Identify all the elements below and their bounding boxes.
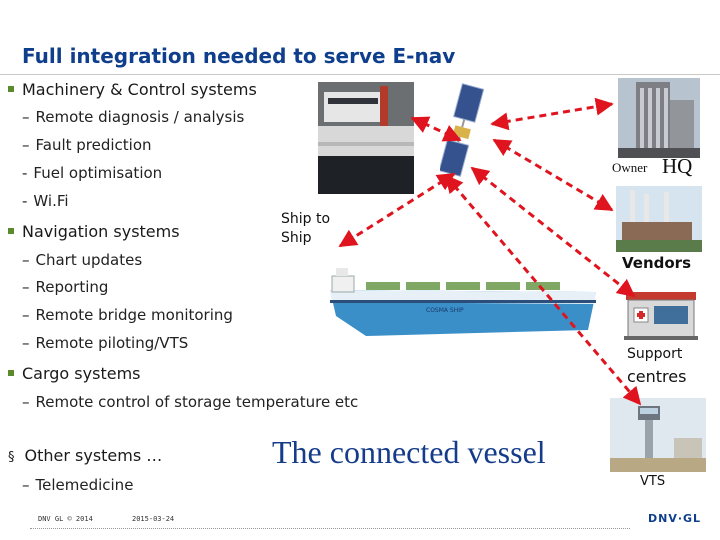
dash: -	[22, 192, 28, 210]
bullet-cargo: Cargo systems	[8, 364, 140, 383]
dash: –	[22, 476, 30, 494]
sub-item-label: Remote bridge monitoring	[35, 306, 233, 324]
owner-hq-drawing	[618, 78, 700, 158]
title-divider	[0, 74, 720, 75]
sub-item: –Remote bridge monitoring	[22, 306, 233, 324]
hq-label: HQ	[662, 154, 693, 178]
sub-item-label: Fuel optimisation	[33, 164, 163, 182]
sub-item-label: Chart updates	[35, 251, 143, 269]
sub-item: –Chart updates	[22, 251, 142, 269]
footer-date: 2015-03-24	[132, 515, 175, 523]
sub-item: –Fault prediction	[22, 136, 152, 154]
vts-tower-drawing	[610, 398, 706, 472]
bullet-navigation-label: Navigation systems	[22, 222, 180, 241]
satellite-drawing	[440, 83, 485, 177]
bullet-other-label: Other systems …	[24, 446, 163, 465]
page-title: Full integration needed to serve E-nav	[22, 44, 456, 68]
sub-item-label: Reporting	[35, 278, 109, 296]
dash: –	[22, 306, 30, 324]
bullet-marker	[8, 370, 14, 376]
bullet-navigation: Navigation systems	[8, 222, 180, 241]
arrow-satellite-ship	[338, 172, 456, 248]
sub-item-label: Remote diagnosis / analysis	[35, 108, 245, 126]
satellite-icon	[440, 82, 490, 182]
ship-to-ship-label: Ship to Ship	[281, 211, 331, 246]
dash: –	[22, 251, 30, 269]
sub-item: -Fuel optimisation	[22, 164, 162, 182]
dnv-gl-logo: DNV·GL	[648, 512, 702, 525]
sub-item: –Remote control of storage temperature e…	[22, 393, 362, 411]
bullet-other: § Other systems …	[8, 446, 162, 465]
sub-item-label: Wi.Fi	[33, 192, 69, 210]
footer-copyright: DNV GL © 2014	[38, 515, 93, 523]
arrow-satellite-support	[470, 166, 636, 298]
sub-item: -Wi.Fi	[22, 192, 69, 210]
sub-item-label: Remote piloting/VTS	[35, 334, 189, 352]
bullet-cargo-label: Cargo systems	[22, 364, 141, 383]
footer-divider	[30, 528, 630, 529]
connected-vessel-caption: The connected vessel	[272, 434, 546, 470]
sub-item-label: Telemedicine	[35, 476, 134, 494]
sub-item: –Telemedicine	[22, 476, 133, 494]
bullet-machinery: Machinery & Control systems	[8, 80, 257, 99]
dash: –	[22, 136, 30, 154]
arrow-satellite-owner	[490, 97, 614, 131]
dash: –	[22, 108, 30, 126]
vts-tower	[610, 398, 706, 472]
dash: –	[22, 334, 30, 352]
centres-label: centres	[627, 367, 687, 386]
vts-label: VTS	[640, 474, 666, 489]
bullet-marker: §	[8, 450, 15, 465]
sub-item-label: Fault prediction	[35, 136, 152, 154]
sub-item: –Remote piloting/VTS	[22, 334, 188, 352]
arrow-ship-satellite	[410, 116, 462, 142]
bullet-machinery-label: Machinery & Control systems	[22, 80, 257, 99]
arrow-satellite-vts	[444, 174, 642, 406]
sub-item: –Remote diagnosis / analysis	[22, 108, 244, 126]
owner-hq-building	[618, 78, 700, 158]
sub-item-label: Remote control of storage temperature et…	[35, 393, 359, 411]
dash: -	[22, 164, 28, 182]
dash: –	[22, 393, 30, 411]
dash: –	[22, 278, 30, 296]
sub-item: –Reporting	[22, 278, 108, 296]
bullet-marker	[8, 228, 14, 234]
bullet-marker	[8, 86, 14, 92]
